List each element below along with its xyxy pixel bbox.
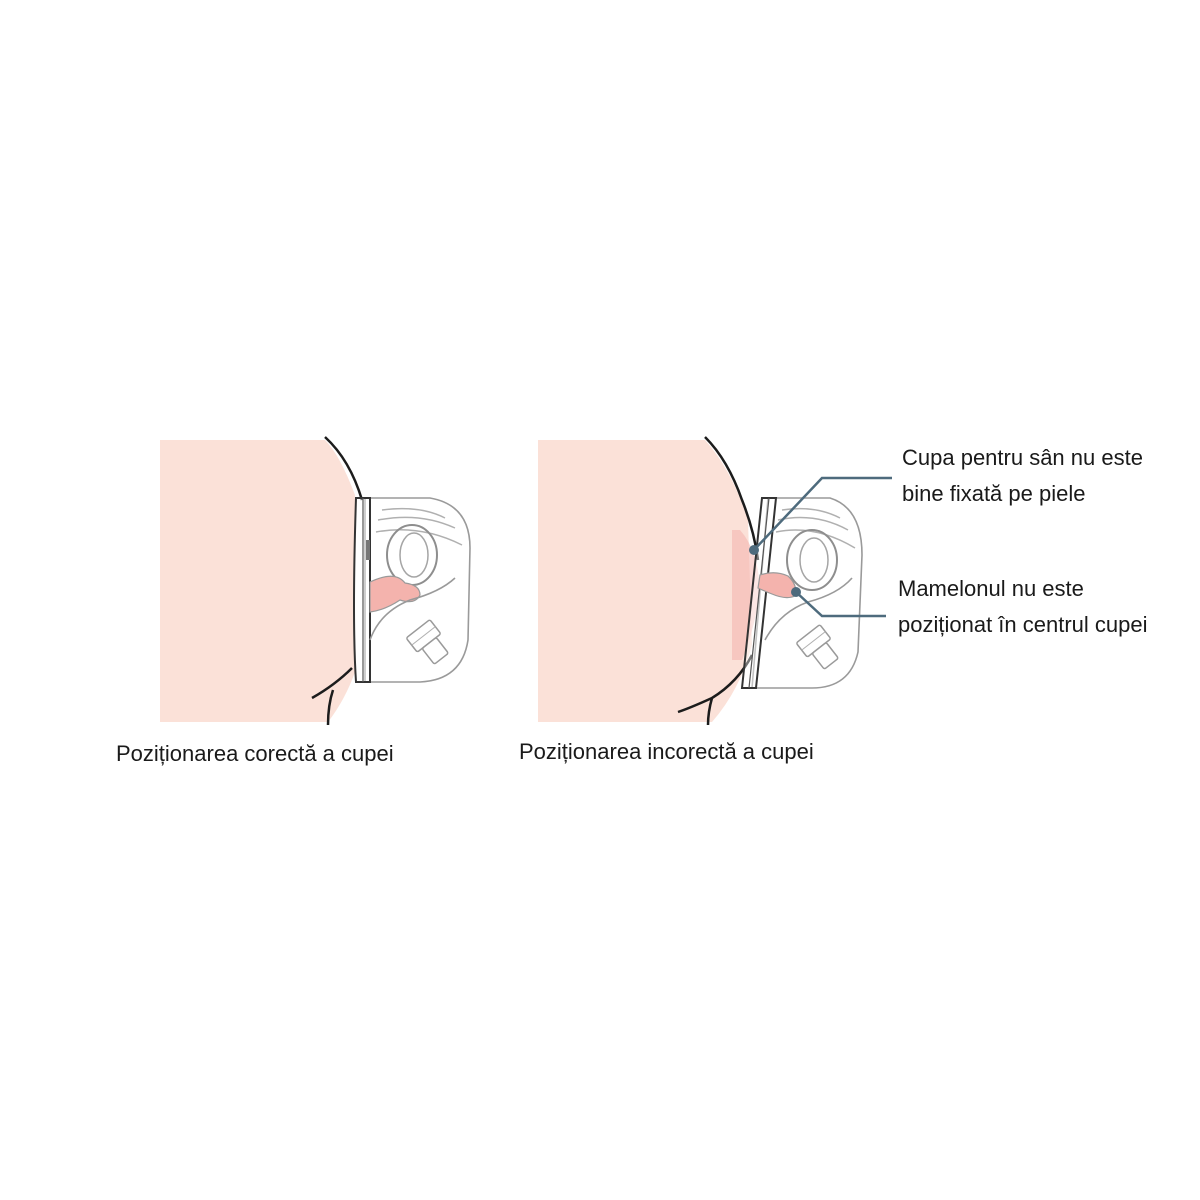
- callout-dot: [749, 545, 759, 555]
- callout-line: Mamelonul nu este: [898, 576, 1084, 601]
- callout-cup-not-fixed: Cupa pentru sân nu este bine fixată pe p…: [902, 440, 1143, 512]
- callout-line: poziționat în centrul cupei: [898, 612, 1148, 637]
- callout-line: Cupa pentru sân nu este: [902, 445, 1143, 470]
- caption-incorrect-position: Poziționarea incorectă a cupei: [519, 739, 814, 764]
- incorrect-position-illustration: [538, 436, 892, 726]
- callout-dot: [791, 587, 801, 597]
- flange-notch: [366, 540, 370, 560]
- nipple-tunnel: [786, 529, 838, 591]
- correct-position-illustration: [160, 436, 471, 726]
- callout-leader-cup: [749, 476, 892, 555]
- diaphragm-ring: [381, 507, 446, 519]
- breast-cup-device: [740, 497, 863, 689]
- cup-flange: [353, 497, 371, 683]
- valve: [406, 619, 449, 665]
- breast-outline-lower: [677, 654, 754, 726]
- nipple: [369, 575, 421, 613]
- callout-line: bine fixată pe piele: [902, 481, 1086, 506]
- gap-highlight: [732, 530, 760, 660]
- skin-area: [538, 440, 752, 722]
- callout-nipple-not-centered: Mamelonul nu este poziționat în centrul …: [898, 571, 1148, 643]
- cup-channel: [369, 577, 456, 641]
- skin-area: [160, 440, 355, 722]
- breast-cup-device: [353, 497, 471, 683]
- caption-correct-position: Poziționarea corectă a cupei: [116, 741, 394, 766]
- valve: [796, 624, 839, 670]
- callout-leader-nipple: [791, 587, 886, 618]
- breast-outline: [324, 436, 364, 501]
- diaphragm-ring: [781, 507, 841, 519]
- breast-outline-lower: [311, 667, 353, 726]
- breast-outline: [704, 436, 760, 561]
